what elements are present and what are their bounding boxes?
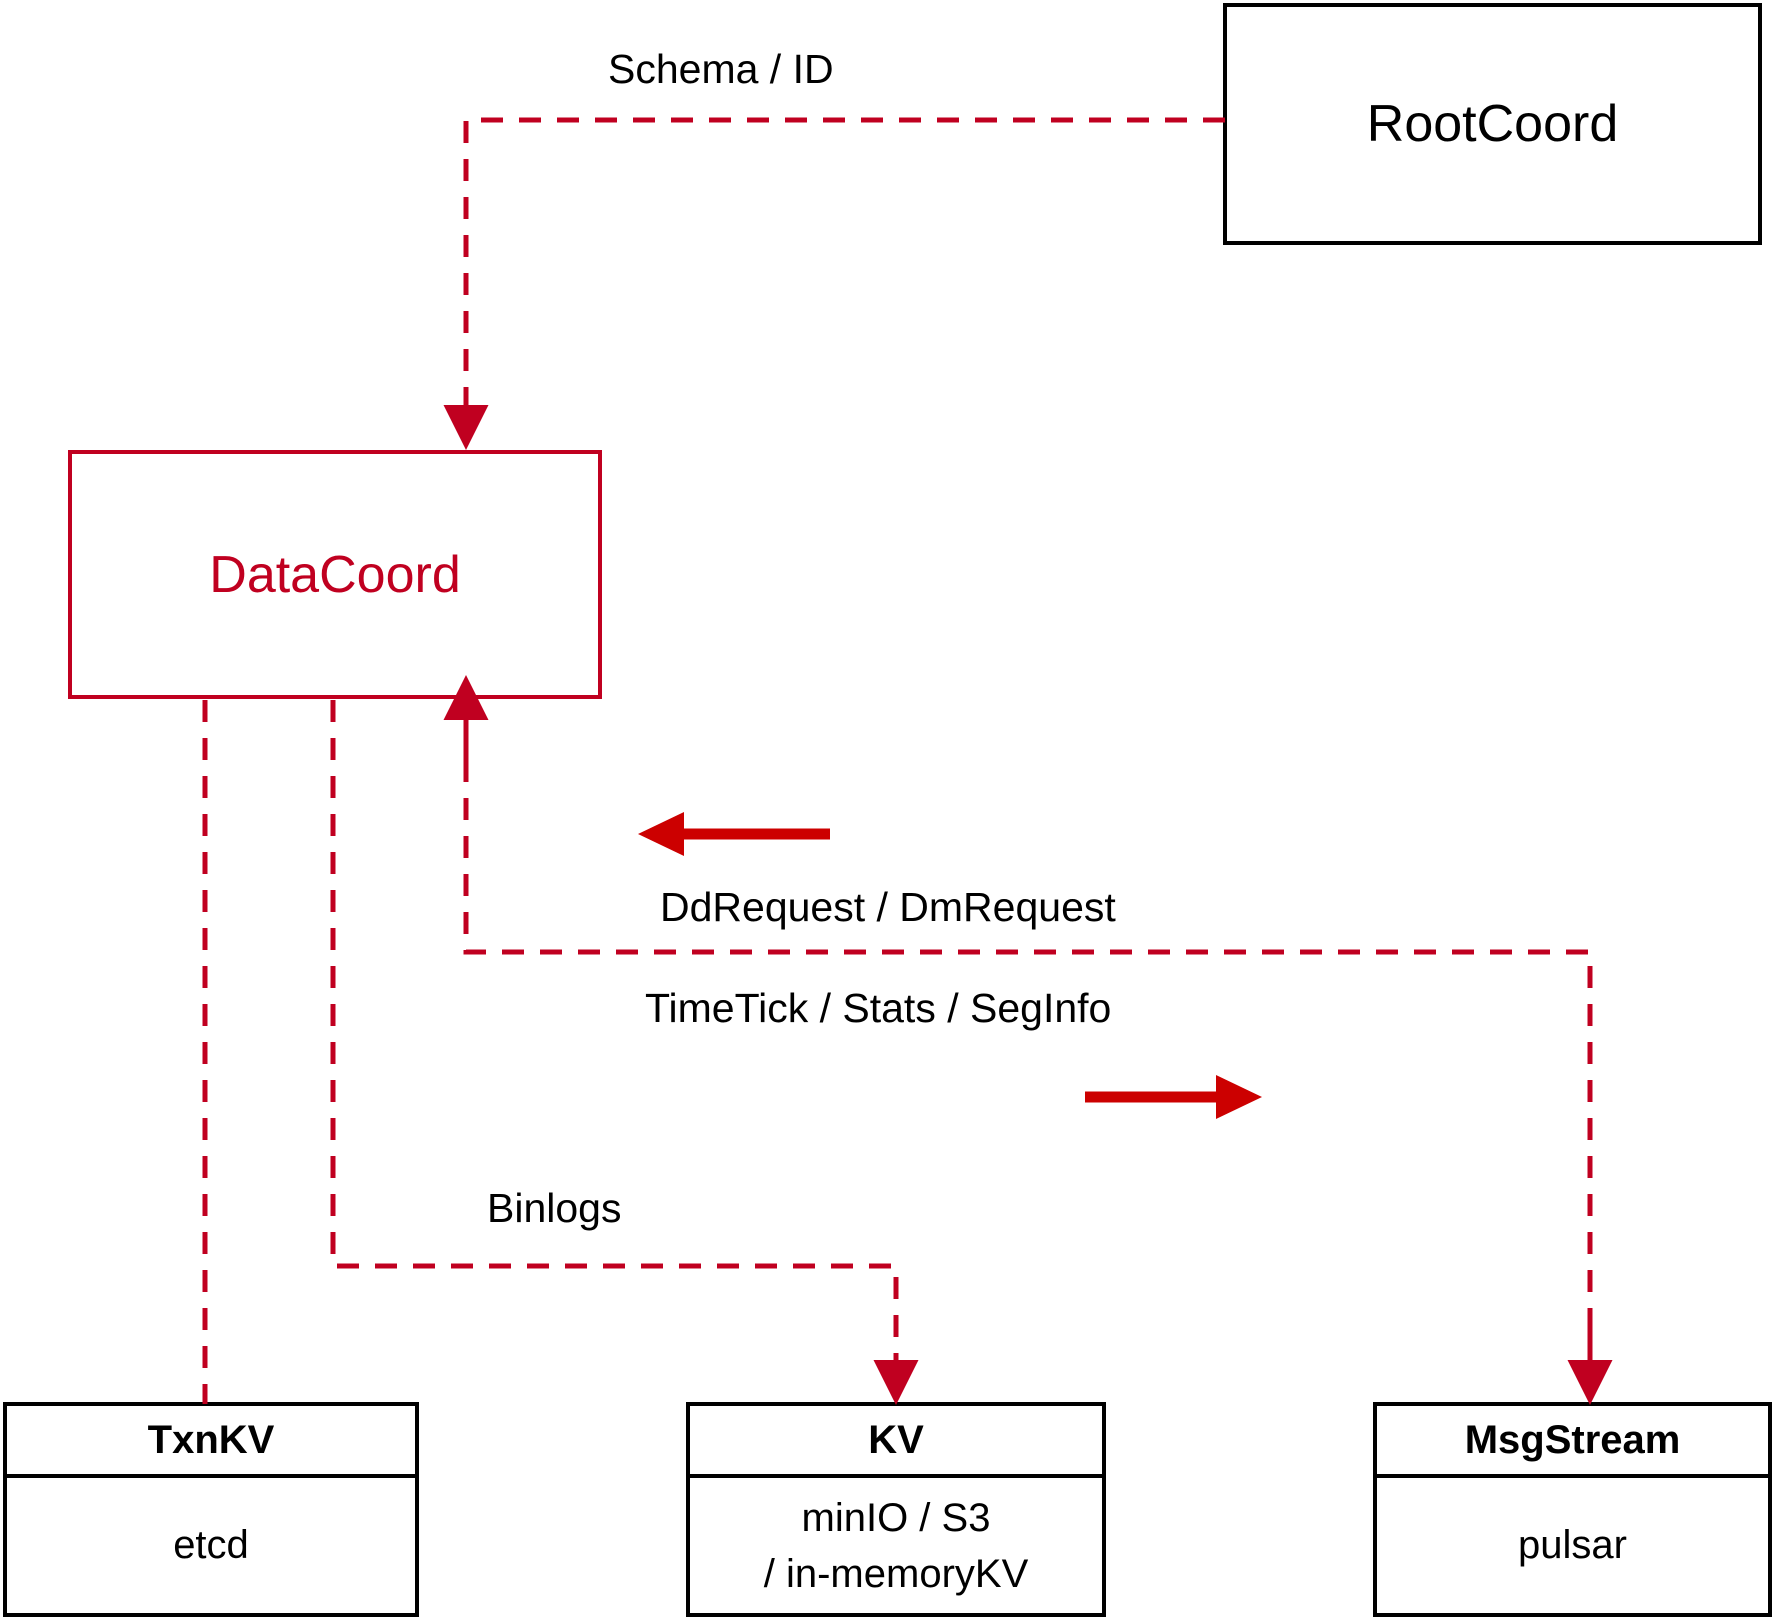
node-kv-box [686, 1402, 1106, 1617]
edge-label-timetick-stats-seginfo: TimeTick / Stats / SegInfo [645, 985, 1112, 1031]
edge-label-schema-id: Schema / ID [608, 46, 834, 92]
edge-label-binlogs: Binlogs [487, 1185, 622, 1231]
direction-arrow-left-icon [638, 812, 830, 856]
node-msgstream-box [1373, 1402, 1772, 1617]
edge-ddrequest-dmrequest-path [463, 722, 1593, 1380]
node-datacoord-box [68, 450, 602, 699]
edge-schema-id-path [443, 117, 1225, 450]
edge-label-ddrequest-dmrequest: DdRequest / DmRequest [660, 884, 1116, 930]
edge-binlogs-path [330, 700, 919, 1405]
direction-arrow-right-icon [1085, 1075, 1262, 1119]
node-txnkv-box [3, 1402, 419, 1617]
node-rootcoord-box [1223, 3, 1762, 245]
